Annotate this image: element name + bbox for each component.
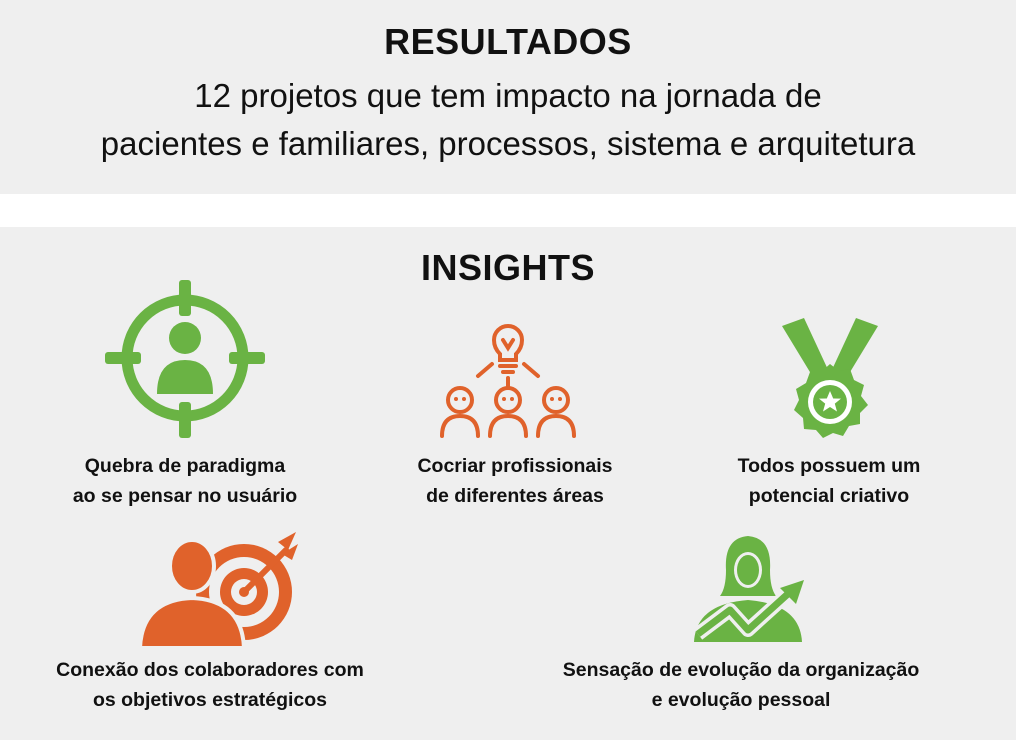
insight-3-line-1: Todos possuem um xyxy=(737,455,921,477)
results-line-1: 12 projetos que tem impacto na jornada d… xyxy=(194,77,822,114)
insight-4-line-1: Conexão dos colaboradores com xyxy=(56,659,364,681)
insight-3-line-2: potencial criativo xyxy=(748,485,910,507)
results-line-2: pacientes e familiares, processos, siste… xyxy=(100,125,916,162)
insight-1-line-1: Quebra de paradigma xyxy=(84,455,286,477)
insight-caption-3: Todos possuem um potencial criativo xyxy=(684,451,974,511)
insight-caption-4: Conexão dos colaboradores com os objetiv… xyxy=(20,655,400,715)
insight-1-line-2: ao se pensar no usuário xyxy=(72,485,298,507)
insight-2-line-2: de diferentes áreas xyxy=(426,485,604,507)
insight-5-line-2: e evolução pessoal xyxy=(651,689,831,711)
team-idea-icon xyxy=(440,324,576,438)
insights-title: INSIGHTS xyxy=(420,247,595,288)
insight-caption-5: Sensação de evolução da organização e ev… xyxy=(518,655,964,715)
results-panel: RESULTADOS 12 projetos que tem impacto n… xyxy=(0,0,1016,194)
insight-caption-1: Quebra de paradigma ao se pensar no usuá… xyxy=(40,451,330,511)
target-user-icon xyxy=(105,280,265,438)
insight-caption-2: Cocriar profissionais de diferentes área… xyxy=(370,451,660,511)
person-target-icon xyxy=(137,532,298,650)
insight-2-line-1: Cocriar profissionais xyxy=(417,455,613,477)
insight-5-line-1: Sensação de evolução da organização xyxy=(562,659,920,681)
results-title: RESULTADOS xyxy=(384,21,632,62)
insight-4-line-2: os objetivos estratégicos xyxy=(92,689,328,711)
insights-panel xyxy=(0,227,1016,740)
medal-icon xyxy=(782,318,878,438)
woman-growth-icon xyxy=(693,536,804,642)
